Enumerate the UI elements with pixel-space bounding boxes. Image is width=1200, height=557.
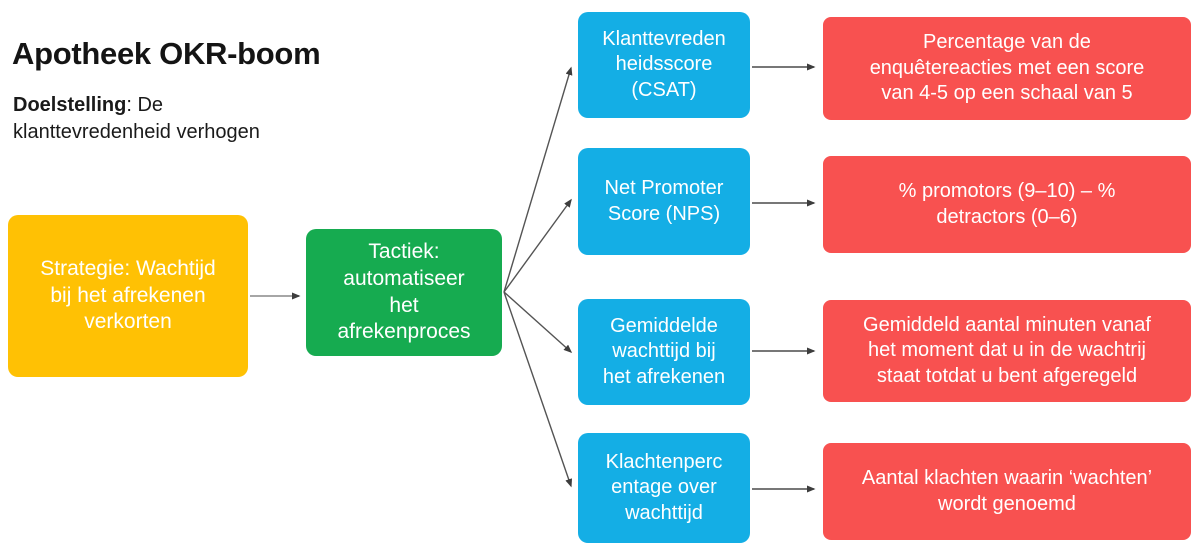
kpi-label: Net Promoter Score (NPS) — [604, 176, 724, 225]
arrow-tactic-to-kpi-1 — [503, 66, 573, 293]
page-title: Apotheek OKR-boom — [12, 36, 321, 71]
description-box-nps: % promotors (9–10) – % detractors (0–6) — [823, 156, 1191, 253]
arrow-tactic-to-kpi-3 — [503, 291, 573, 354]
arrow-tactic-to-kpi-4 — [503, 291, 573, 488]
tactic-label: Tactiek: automatiseer het afrekenproces — [337, 239, 471, 344]
kpi-label: Gemiddelde wachttijd bij het afrekenen — [602, 314, 726, 388]
description-box-complaint-rate: Aantal klachten waarin ‘wachten’ wordt g… — [823, 443, 1191, 540]
description-label: Aantal klachten waarin ‘wachten’ wordt g… — [861, 466, 1153, 515]
kpi-box-nps: Net Promoter Score (NPS) — [578, 148, 750, 255]
arrow-tactic-to-kpi-2 — [503, 198, 572, 293]
description-label: % promotors (9–10) – % detractors (0–6) — [898, 179, 1116, 228]
tactic-box: Tactiek: automatiseer het afrekenproces — [306, 229, 502, 356]
kpi-label: Klachtenperc entage over wachttijd — [605, 450, 723, 524]
kpi-box-wait-time: Gemiddelde wachttijd bij het afrekenen — [578, 299, 750, 405]
kpi-box-complaint-rate: Klachtenperc entage over wachttijd — [578, 433, 750, 543]
description-box-csat: Percentage van de enquêtereacties met ee… — [823, 17, 1191, 120]
strategy-box: Strategie: Wachtijd bij het afrekenen ve… — [8, 215, 248, 377]
kpi-box-csat: Klanttevreden heidsscore (CSAT) — [578, 12, 750, 118]
objective-label: Doelstelling — [13, 94, 127, 116]
description-box-wait-time: Gemiddeld aantal minuten vanaf het momen… — [823, 300, 1191, 402]
objective-text: Doelstelling: De klanttevredenheid verho… — [13, 92, 260, 146]
description-label: Percentage van de enquêtereacties met ee… — [869, 31, 1145, 105]
strategy-label: Strategie: Wachtijd bij het afrekenen ve… — [40, 256, 216, 334]
description-label: Gemiddeld aantal minuten vanaf het momen… — [863, 313, 1151, 387]
objective-rest: : De klanttevredenheid verhogen — [13, 94, 260, 143]
kpi-label: Klanttevreden heidsscore (CSAT) — [602, 27, 726, 101]
